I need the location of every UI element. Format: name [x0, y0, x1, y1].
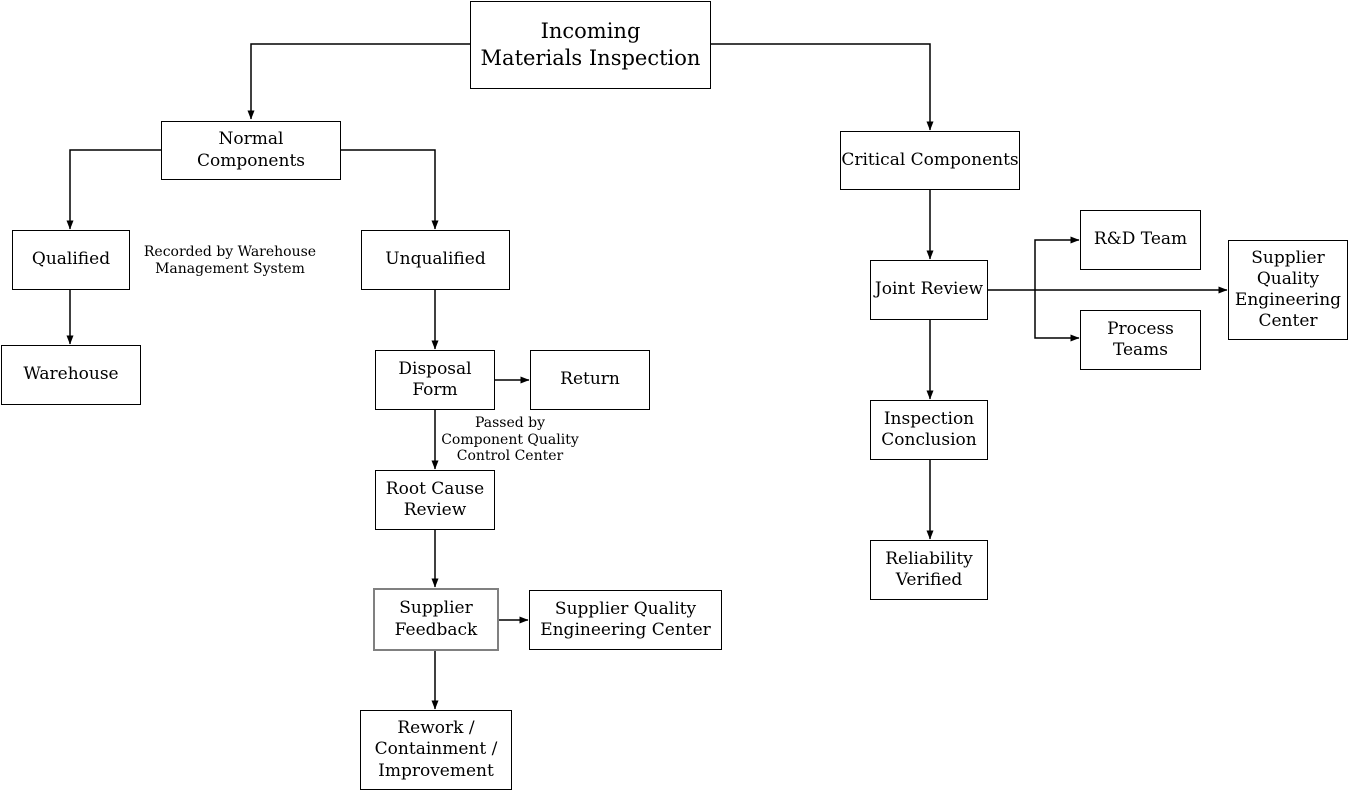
node-label: Supplier Feedback — [394, 598, 478, 640]
node-label: Normal Components — [197, 129, 305, 171]
node-supplier-feedback: Supplier Feedback — [373, 588, 499, 651]
node-rd-team: R&D Team — [1080, 210, 1201, 270]
edge-normal-unqualified — [341, 149, 439, 230]
node-label: Rework / Containment / Improvement — [374, 718, 498, 781]
edge-incoming-critical — [711, 43, 934, 131]
node-label: Reliability Verified — [885, 548, 973, 590]
node-incoming-materials-inspection: Incoming Materials Inspection — [470, 1, 711, 89]
node-label: Unqualified — [385, 249, 486, 270]
node-critical-components: Critical Components — [840, 131, 1020, 190]
edge-jointreview-rdteam — [1034, 236, 1080, 290]
node-label: R&D Team — [1093, 229, 1188, 250]
node-label: Process Teams — [1107, 318, 1174, 360]
node-joint-review: Joint Review — [870, 260, 988, 320]
node-inspection-conclusion: Inspection Conclusion — [870, 400, 988, 460]
node-qualified: Qualified — [12, 230, 130, 290]
node-label: Supplier Quality Engineering Center — [1234, 247, 1342, 332]
node-rework-containment-improvement: Rework / Containment / Improvement — [360, 710, 512, 790]
node-unqualified: Unqualified — [361, 230, 510, 290]
node-label: Inspection Conclusion — [881, 408, 977, 450]
annotation-recorded-by-warehouse-management-system: Recorded by Warehouse Management System — [143, 244, 317, 277]
node-label: Incoming Materials Inspection — [480, 18, 701, 70]
node-supplier-quality-engineering-center: Supplier Quality Engineering Center — [529, 590, 722, 650]
edge-normal-qualified — [66, 149, 161, 230]
edge-incoming-normal — [247, 43, 470, 120]
node-label: Supplier Quality Engineering Center — [540, 598, 711, 640]
node-process-teams: Process Teams — [1080, 310, 1201, 370]
node-label: Disposal Form — [398, 358, 472, 400]
node-warehouse: Warehouse — [1, 345, 141, 405]
node-label: Warehouse — [23, 364, 119, 385]
node-normal-components: Normal Components — [161, 121, 341, 180]
node-label: Joint Review — [874, 279, 984, 300]
node-root-cause-review: Root Cause Review — [375, 470, 495, 530]
node-label: Qualified — [31, 249, 111, 270]
annotation-passed-by-component-quality-control-center: Passed by Component Quality Control Cent… — [441, 415, 579, 465]
node-label: Root Cause Review — [385, 478, 485, 520]
node-reliability-verified: Reliability Verified — [870, 540, 988, 600]
node-disposal-form: Disposal Form — [375, 350, 495, 410]
edge-jointreview-processteams — [1034, 290, 1080, 342]
node-label: Return — [560, 369, 620, 390]
node-label: Critical Components — [841, 149, 1019, 170]
node-return: Return — [530, 350, 650, 410]
node-supplier-quality-engineering-center-right: Supplier Quality Engineering Center — [1228, 240, 1348, 340]
